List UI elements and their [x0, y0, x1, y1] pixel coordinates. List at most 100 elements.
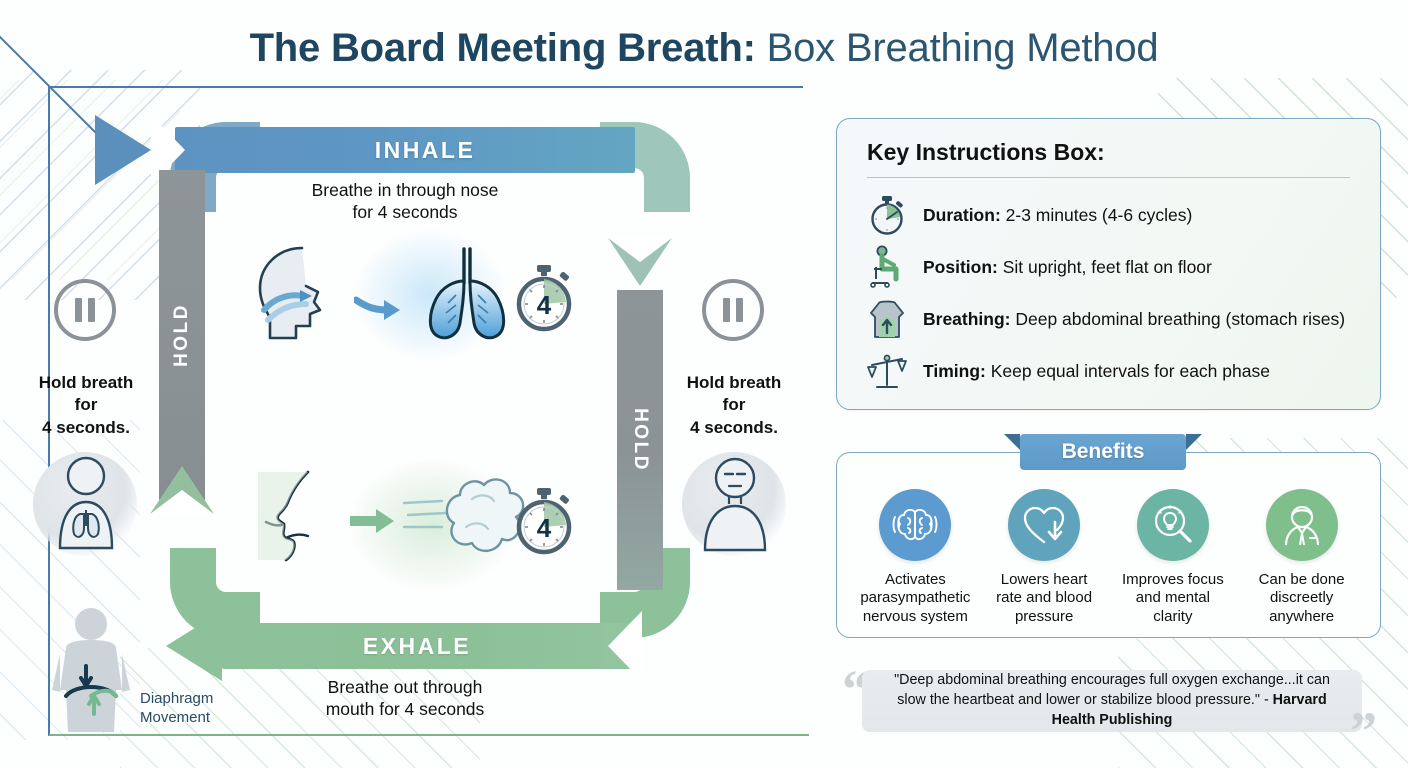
- benefits-tab-fold-left: [1004, 434, 1020, 450]
- instruction-label-duration: Duration:: [923, 204, 1001, 225]
- exhale-arrow-bar: EXHALE: [166, 611, 642, 681]
- instruction-label-timing: Timing:: [923, 360, 986, 381]
- exhale-caption-line2: mouth for 4 seconds: [325, 699, 485, 720]
- lungs-icon: [428, 246, 506, 339]
- inhale-arrow-bar: INHALE: [95, 115, 635, 185]
- benefit-line2: and mental: [1135, 589, 1210, 607]
- benefit-label-parasympathetic: Activates parasympathetic nervous system: [860, 571, 970, 626]
- exhale-timer-value: 4: [537, 513, 552, 543]
- airflow-arrow-exhale-icon: [350, 509, 394, 533]
- benefit-line3: pressure: [1014, 607, 1074, 625]
- benefit-item-discreet: Can be done discreetly anywhere: [1239, 489, 1365, 626]
- exhale-arrow-head: [166, 611, 222, 681]
- cycle-up-arrow-notch: [150, 490, 214, 514]
- content-frame: [0, 25, 803, 736]
- hold-left-caption-line1: Hold breath: [38, 373, 134, 392]
- benefit-line3: nervous system: [862, 607, 968, 625]
- head-profile-inhale-icon: [258, 246, 322, 340]
- hold-right-bar: HOLD: [617, 290, 663, 590]
- frame-bottom-extension: [803, 734, 809, 736]
- benefit-line2: discreetly: [1269, 589, 1334, 607]
- inhale-caption: Breathe in through nose for 4 seconds: [255, 179, 555, 224]
- quote-body: "Deep abdominal breathing encourages ful…: [894, 672, 1330, 709]
- diaphragm-label-line2: Movement: [140, 708, 211, 726]
- benefit-item-heart-rate: Lowers heart rate and blood pressure: [981, 489, 1107, 626]
- benefit-line1: Improves focus: [1122, 571, 1224, 588]
- stopwatch-icon: [865, 192, 909, 238]
- benefit-label-discreet: Can be done discreetly anywhere: [1259, 571, 1345, 626]
- inhale-timer-value: 4: [537, 290, 552, 320]
- benefits-grid: Activates parasympathetic nervous system…: [851, 489, 1366, 626]
- instruction-value-duration: 2-3 minutes (4-6 cycles): [1000, 204, 1193, 225]
- right-column: Key Instructions Box:: [832, 0, 1408, 768]
- airflow-arrow-inhale-icon: [354, 296, 400, 320]
- quote-box: "Deep abdominal breathing encourages ful…: [862, 670, 1362, 732]
- key-instructions-box: Key Instructions Box:: [836, 118, 1381, 410]
- key-instructions-divider: [867, 177, 1350, 178]
- instruction-text-position: Position: Sit upright, feet flat on floo…: [923, 257, 1212, 278]
- benefit-line3: anywhere: [1269, 607, 1335, 625]
- inhale-label: INHALE: [374, 136, 476, 163]
- hold-left-bar-label: HOLD: [171, 303, 192, 367]
- exhale-arrow-notch: [608, 611, 642, 681]
- inhale-caption-line1: Breathe in through nose: [311, 180, 499, 200]
- benefits-tab-label: Benefits: [1020, 434, 1186, 470]
- quote-attribution: Harvard Health Publishing: [1051, 692, 1327, 728]
- instruction-item-position: Position: Sit upright, feet flat on floo…: [865, 241, 1365, 293]
- hold-right-caption-line2: for: [722, 395, 746, 415]
- torso-breathing-icon: [865, 296, 909, 342]
- instruction-value-position: Sit upright, feet flat on floor: [997, 256, 1212, 277]
- face-profile-exhale-icon: [258, 470, 310, 562]
- page-title-bold: The Board Meeting Breath:: [249, 26, 756, 70]
- exhale-timer-icon: 4: [508, 485, 580, 562]
- hold-right-bar-label: HOLD: [630, 408, 651, 472]
- seated-person-icon: [865, 244, 909, 290]
- cycle-down-arrow-notch: [608, 238, 672, 262]
- pause-icon-left: [54, 279, 116, 341]
- box-breathing-cycle: INHALE Breathe in through nose for 4 sec…: [6, 115, 786, 732]
- instruction-item-duration: Duration: 2-3 minutes (4-6 cycles): [865, 189, 1365, 241]
- heart-down-icon: [1008, 489, 1081, 561]
- benefit-item-focus: Improves focus and mental clarity: [1110, 489, 1236, 626]
- person-holding-breath-lungs-icon: [58, 456, 114, 550]
- benefit-label-heart-rate: Lowers heart rate and blood pressure: [996, 571, 1092, 626]
- key-instructions-title: Key Instructions Box:: [867, 139, 1105, 165]
- instruction-text-breathing: Breathing: Deep abdominal breathing (sto…: [923, 309, 1345, 330]
- quote-text: "Deep abdominal breathing encourages ful…: [862, 671, 1362, 730]
- diaphragm-body-icon: [52, 608, 130, 732]
- quote-close-mark: ”: [1350, 701, 1377, 761]
- inhale-arrow-head: [95, 115, 151, 185]
- exhale-icon-row: [248, 468, 532, 570]
- instruction-value-timing: Keep equal intervals for each phase: [985, 360, 1270, 381]
- person-calm-icon: [703, 457, 767, 552]
- hold-left-caption: Hold breath for 4 seconds.: [6, 372, 166, 439]
- instruction-value-breathing: Deep abdominal breathing (stomach rises): [1010, 308, 1346, 329]
- benefit-line3: clarity: [1153, 607, 1193, 625]
- instruction-item-timing: Timing: Keep equal intervals for each ph…: [865, 345, 1365, 397]
- hold-left-caption-line3: 4 seconds.: [42, 417, 130, 437]
- key-instructions-list: Duration: 2-3 minutes (4-6 cycles): [865, 189, 1365, 397]
- benefit-line1: Can be done: [1258, 571, 1345, 588]
- benefits-tab-fold-right: [1186, 434, 1202, 450]
- business-person-icon: [1265, 489, 1338, 561]
- balance-scales-icon: [865, 348, 909, 394]
- breath-cloud-icon: [402, 478, 525, 552]
- hold-right-caption-line1: Hold breath: [686, 373, 782, 392]
- inhale-timer-icon: 4: [508, 262, 580, 339]
- hold-right-caption-line3: 4 seconds.: [690, 417, 778, 437]
- instruction-item-breathing: Breathing: Deep abdominal breathing (sto…: [865, 293, 1365, 345]
- benefit-line1: Lowers heart: [1000, 571, 1088, 588]
- focus-bulb-icon: [1136, 489, 1209, 561]
- benefit-item-parasympathetic: Activates parasympathetic nervous system: [852, 489, 978, 626]
- page-title-light: Box Breathing Method: [755, 26, 1159, 70]
- hold-left-caption-line2: for: [74, 395, 98, 415]
- exhale-caption: Breathe out through mouth for 4 seconds: [255, 676, 555, 721]
- benefit-line2: rate and blood: [996, 589, 1093, 607]
- benefit-label-focus: Improves focus and mental clarity: [1122, 571, 1224, 626]
- inhale-caption-line2: for 4 seconds: [352, 202, 458, 223]
- diaphragm-movement-label: Diaphragm Movement: [140, 690, 213, 728]
- quote-block: “ "Deep abdominal breathing encourages f…: [836, 662, 1381, 758]
- benefit-line1: Activates: [884, 571, 946, 588]
- hold-left-bar: HOLD: [159, 170, 205, 500]
